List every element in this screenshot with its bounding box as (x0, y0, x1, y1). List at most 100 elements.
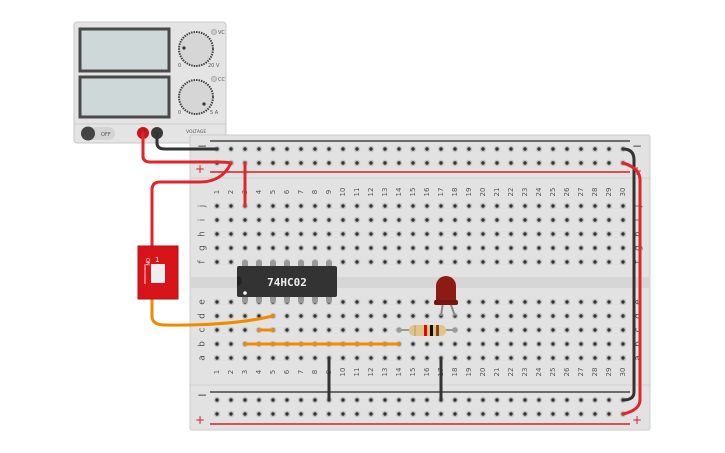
bottom-minus-label: − (197, 388, 207, 402)
row-label: a (198, 355, 208, 361)
dip-switch-toggle[interactable] (151, 264, 165, 283)
current-min-label: 0 (178, 110, 181, 116)
column-number: 29 (605, 188, 613, 197)
column-number: 30 (619, 188, 627, 197)
column-number: 21 (493, 368, 501, 377)
column-number: 4 (255, 369, 263, 374)
column-number: 10 (339, 368, 347, 377)
wire-orange-switch-to-d5[interactable] (150, 296, 275, 327)
column-number: 21 (493, 188, 501, 197)
cc-label: CC (218, 77, 225, 83)
current-display (78, 75, 171, 119)
column-number: 12 (367, 368, 375, 377)
dip-switch[interactable]: ON 1 (137, 245, 179, 300)
column-number: 25 (549, 368, 557, 377)
column-number: 6 (283, 189, 291, 194)
column-number: 16 (423, 187, 431, 196)
column-number: 2 (227, 370, 235, 374)
top-plus-label: + (195, 162, 205, 176)
column-number: 23 (521, 188, 529, 197)
power-supply[interactable]: VC 0 20 V CC 0 5 A OFF VOLTAGE (73, 21, 227, 144)
column-number: 14 (395, 367, 403, 376)
row-label: b (198, 341, 208, 347)
row-label: e (198, 299, 208, 305)
column-number: 20 (479, 188, 487, 197)
ic-74hc02[interactable]: 74HC02 (237, 260, 337, 303)
column-number: 19 (465, 188, 473, 197)
column-number: 26 (563, 187, 571, 196)
column-number: 5 (269, 190, 277, 194)
column-number: 27 (577, 368, 585, 377)
column-number: 15 (409, 368, 417, 377)
column-number: 3 (241, 370, 249, 374)
column-number: 27 (577, 188, 585, 197)
column-number: 11 (353, 188, 361, 197)
breadboard: − + − + − + + 11223344556677889910101111… (189, 134, 651, 431)
top-right-minus-label: − (632, 139, 642, 153)
column-number: 2 (227, 190, 235, 194)
column-number: 11 (353, 368, 361, 377)
column-number: 25 (549, 188, 557, 197)
row-label: f (198, 260, 208, 264)
column-number: 18 (451, 368, 459, 377)
dip-switch-on-label: ON (144, 258, 150, 266)
column-number: 24 (535, 367, 543, 376)
wire-red-rail-bridge[interactable] (621, 161, 642, 416)
voltage-knob[interactable] (178, 31, 214, 67)
dip-switch-label: 1 (155, 256, 159, 264)
column-number: 17 (437, 188, 445, 197)
row-label: d (198, 313, 208, 319)
led[interactable] (434, 276, 458, 317)
row-label: j (198, 205, 208, 209)
column-number: 24 (535, 187, 543, 196)
column-number: 7 (297, 370, 305, 374)
voltage-max-label: 20 V (208, 63, 220, 69)
column-number: 8 (311, 370, 319, 374)
column-number: 6 (283, 369, 291, 374)
row-label: h (198, 231, 208, 237)
column-number: 28 (591, 368, 599, 377)
column-number: 13 (381, 368, 389, 377)
bottom-plus-label: + (195, 413, 205, 427)
voltage-min-label: 0 (178, 63, 181, 69)
column-number: 14 (395, 187, 403, 196)
column-number: 8 (311, 190, 319, 194)
wire-red-supply-to-rail[interactable] (141, 131, 233, 165)
column-number: 1 (213, 190, 221, 194)
row-label: c (198, 327, 208, 332)
column-number: 15 (409, 188, 417, 197)
current-max-label: 5 A (210, 110, 219, 116)
column-number: 22 (507, 368, 515, 377)
wire-black-rail-bridge[interactable] (621, 147, 636, 402)
column-number: 20 (479, 368, 487, 377)
column-number: 4 (255, 189, 263, 194)
column-number: 5 (269, 370, 277, 374)
column-number: 30 (619, 368, 627, 377)
column-number: 19 (465, 368, 473, 377)
wire-black-supply-to-rail[interactable] (155, 131, 219, 151)
voltage-footer-label: VOLTAGE (186, 129, 206, 135)
vc-label: VC (218, 30, 225, 36)
column-number: 28 (591, 188, 599, 197)
row-label: g (198, 245, 208, 251)
ic-label: 74HC02 (267, 276, 307, 289)
column-number: 1 (213, 370, 221, 374)
column-number: 7 (297, 190, 305, 194)
power-switch-label: OFF (101, 132, 111, 138)
column-number: 13 (381, 188, 389, 197)
bottom-right-plus-label: + (632, 413, 642, 427)
column-number: 18 (451, 188, 459, 197)
wire-red-rail-to-switch[interactable] (150, 161, 233, 249)
column-number: 29 (605, 368, 613, 377)
column-number: 9 (325, 190, 333, 194)
resistor[interactable] (396, 325, 458, 336)
column-number: 12 (367, 188, 375, 197)
column-number: 10 (339, 188, 347, 197)
column-number: 26 (563, 367, 571, 376)
column-number: 22 (507, 188, 515, 197)
column-number: 23 (521, 368, 529, 377)
column-number: 16 (423, 367, 431, 376)
row-label: i (198, 219, 208, 222)
current-knob[interactable] (178, 79, 214, 115)
